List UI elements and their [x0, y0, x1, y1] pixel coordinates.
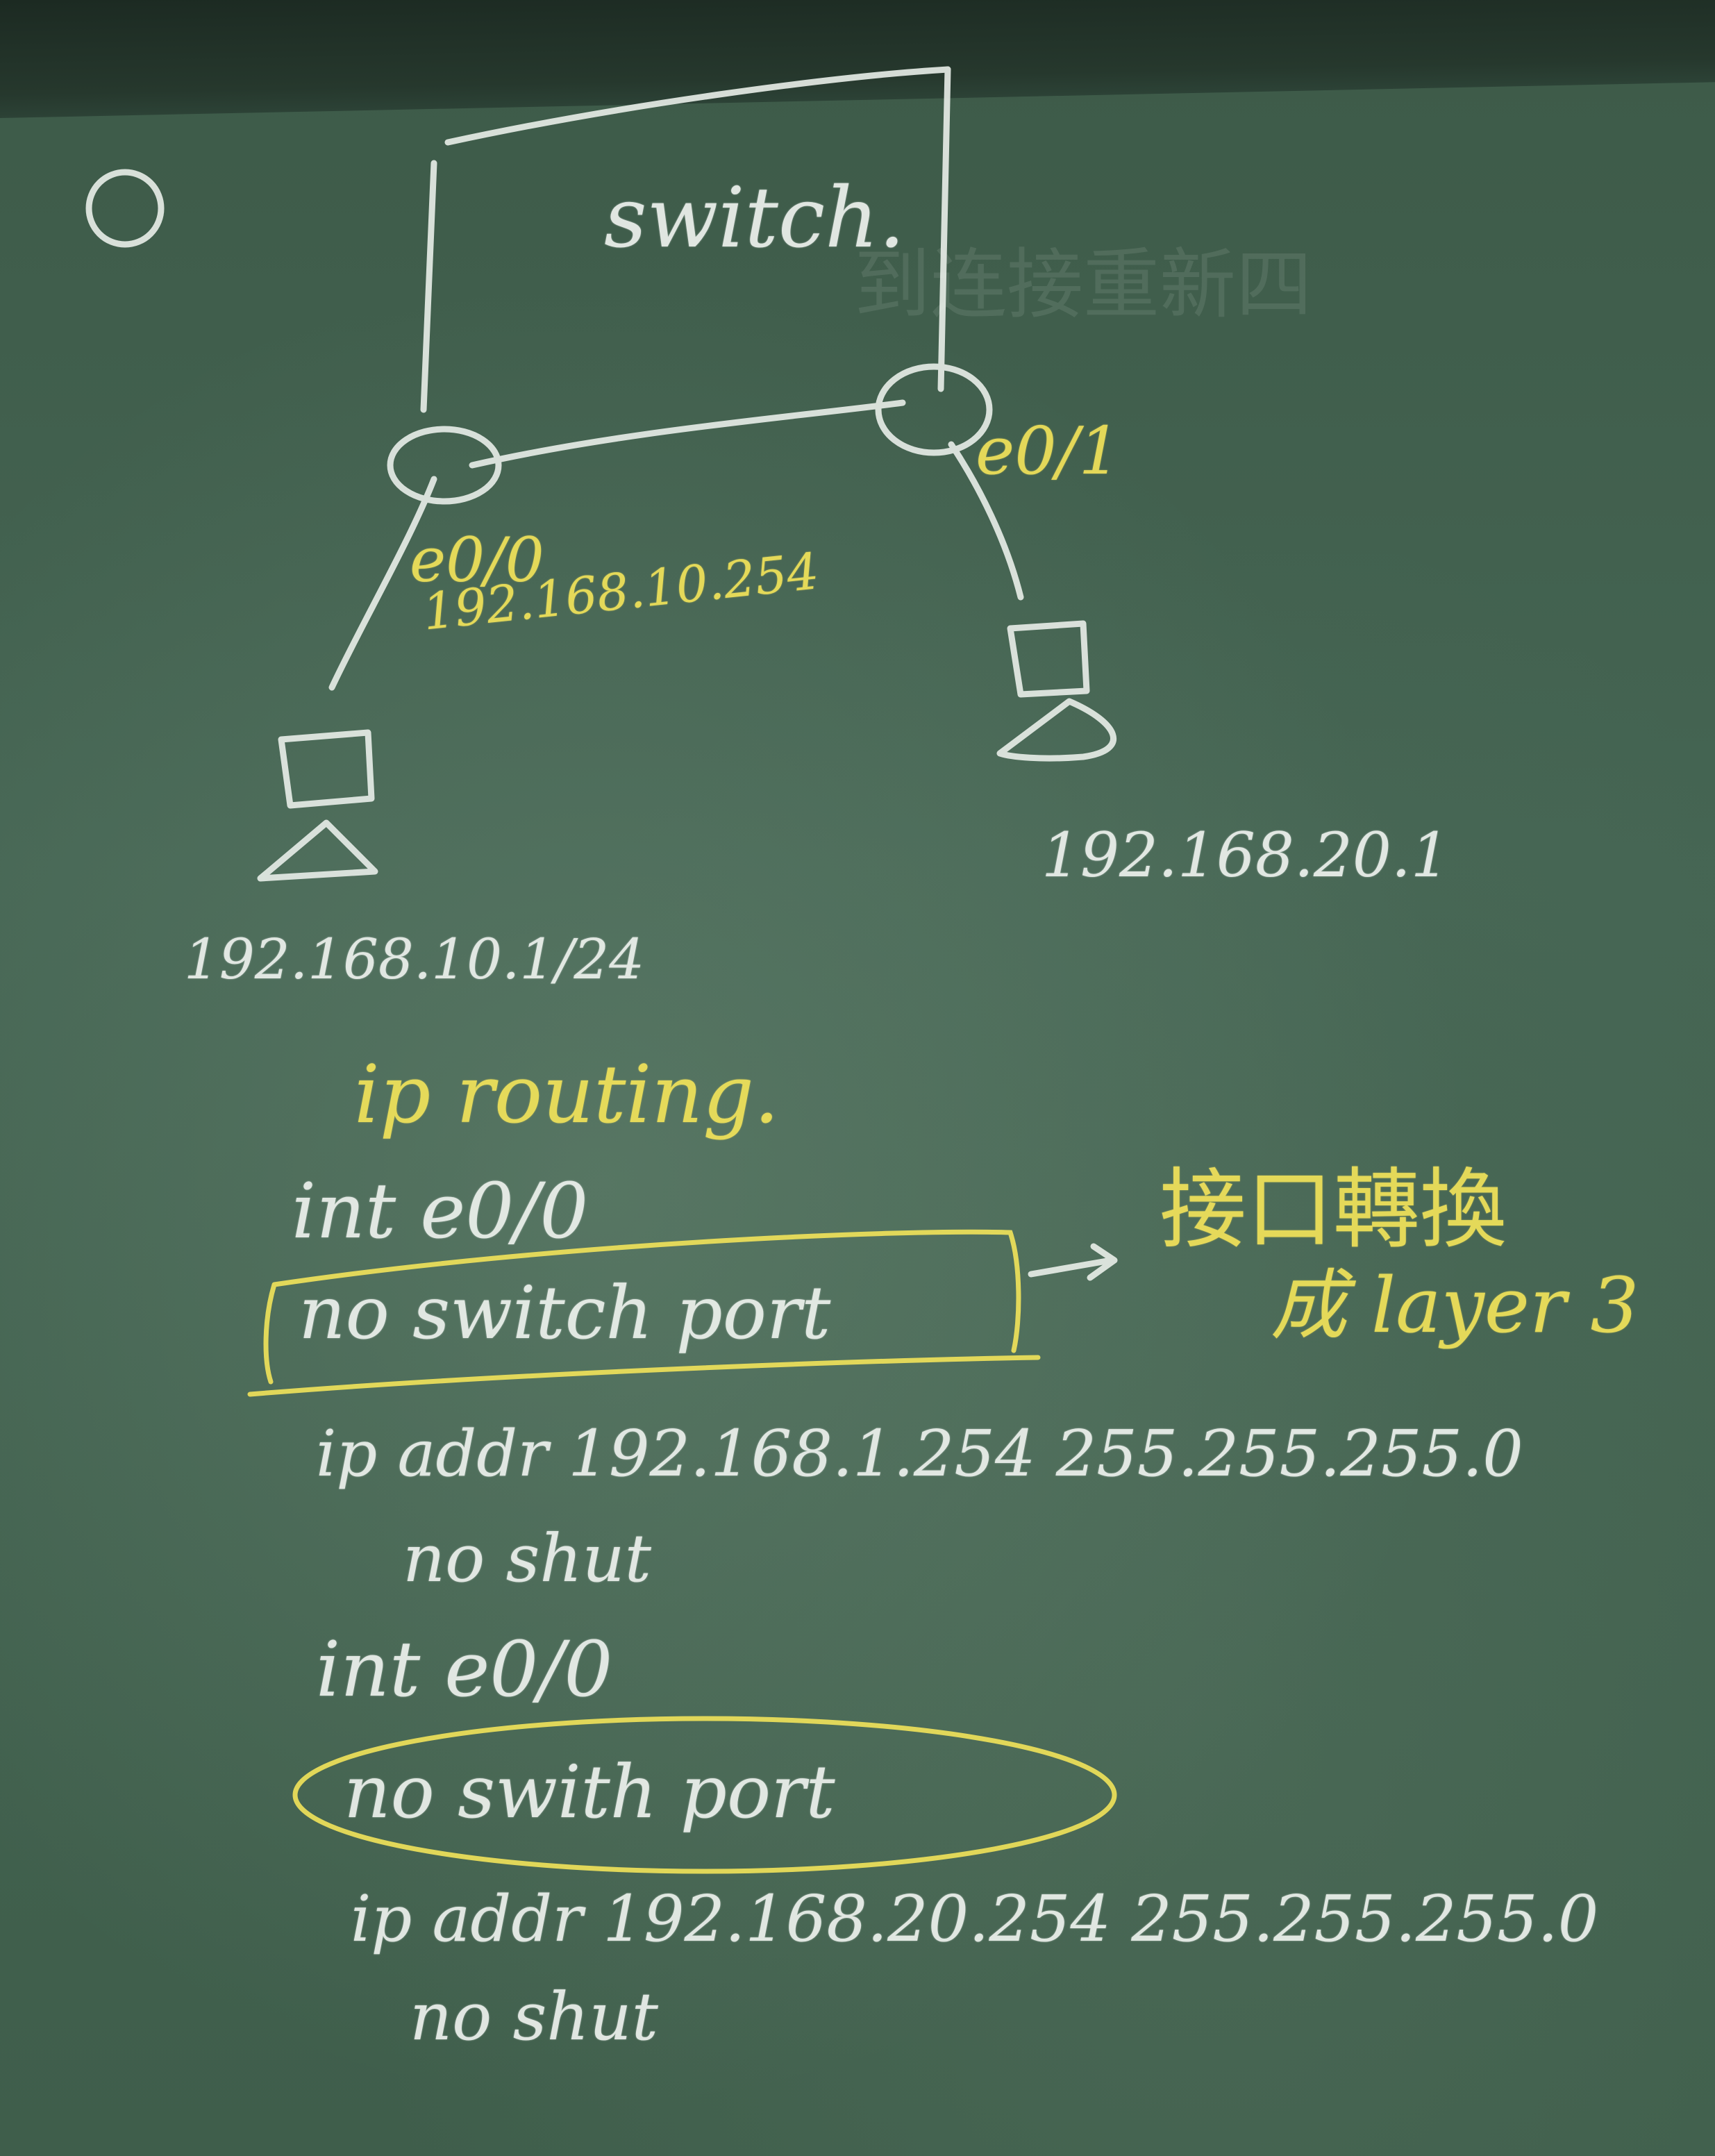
erased-text: 到连接重新四: [854, 240, 1312, 329]
left-pc-base-icon: [257, 819, 378, 882]
right-pc-base-icon: [996, 698, 1116, 762]
switch-label: switch.: [604, 170, 905, 267]
step-circle: [85, 169, 165, 248]
switch-box-left-edge: [420, 160, 437, 413]
note-line-2: 成 layer 3: [1271, 1261, 1639, 1350]
no-shut-command-1: no shut: [403, 1521, 651, 1597]
left-port-label: e0/0: [410, 524, 544, 596]
highlight-box-1: [247, 1229, 1041, 1397]
right-port-circle: [875, 363, 993, 456]
int-command-2: int e0/0: [316, 1625, 613, 1714]
switch-box-top-edge: [444, 66, 951, 146]
right-host-ip: 192.168.20.1: [1041, 819, 1450, 891]
switch-box-bottom-edge: [469, 399, 906, 469]
no-shut-command-2: no shut: [410, 1979, 658, 2055]
note-arrow-icon: [1028, 1243, 1118, 1281]
int-command-1: int e0/0: [292, 1167, 589, 1255]
switch-box-right-edge: [937, 66, 951, 392]
left-pc-monitor-icon: [278, 729, 375, 809]
left-port-circle: [387, 426, 502, 505]
ip-addr-command-1: ip addr 192.168.1.254 255.255.255.0: [316, 1417, 1523, 1491]
ip-addr-command-2: ip addr 192.168.20.254 255.255.255.0: [351, 1882, 1599, 1956]
left-link: [328, 476, 437, 691]
ip-routing-command: ip routing.: [354, 1048, 780, 1142]
right-link: [948, 441, 1024, 601]
right-port-label: e0/1: [976, 413, 1121, 490]
no-switchport-command-1: no switch port: [299, 1271, 831, 1355]
highlight-oval-2: [292, 1716, 1117, 1874]
no-switchport-command-2: no swith port: [344, 1750, 835, 1835]
note-line-1: 接口轉換: [1160, 1160, 1507, 1260]
right-pc-monitor-icon: [1007, 620, 1090, 698]
left-host-ip: 192.168.10.1/24: [184, 927, 645, 992]
